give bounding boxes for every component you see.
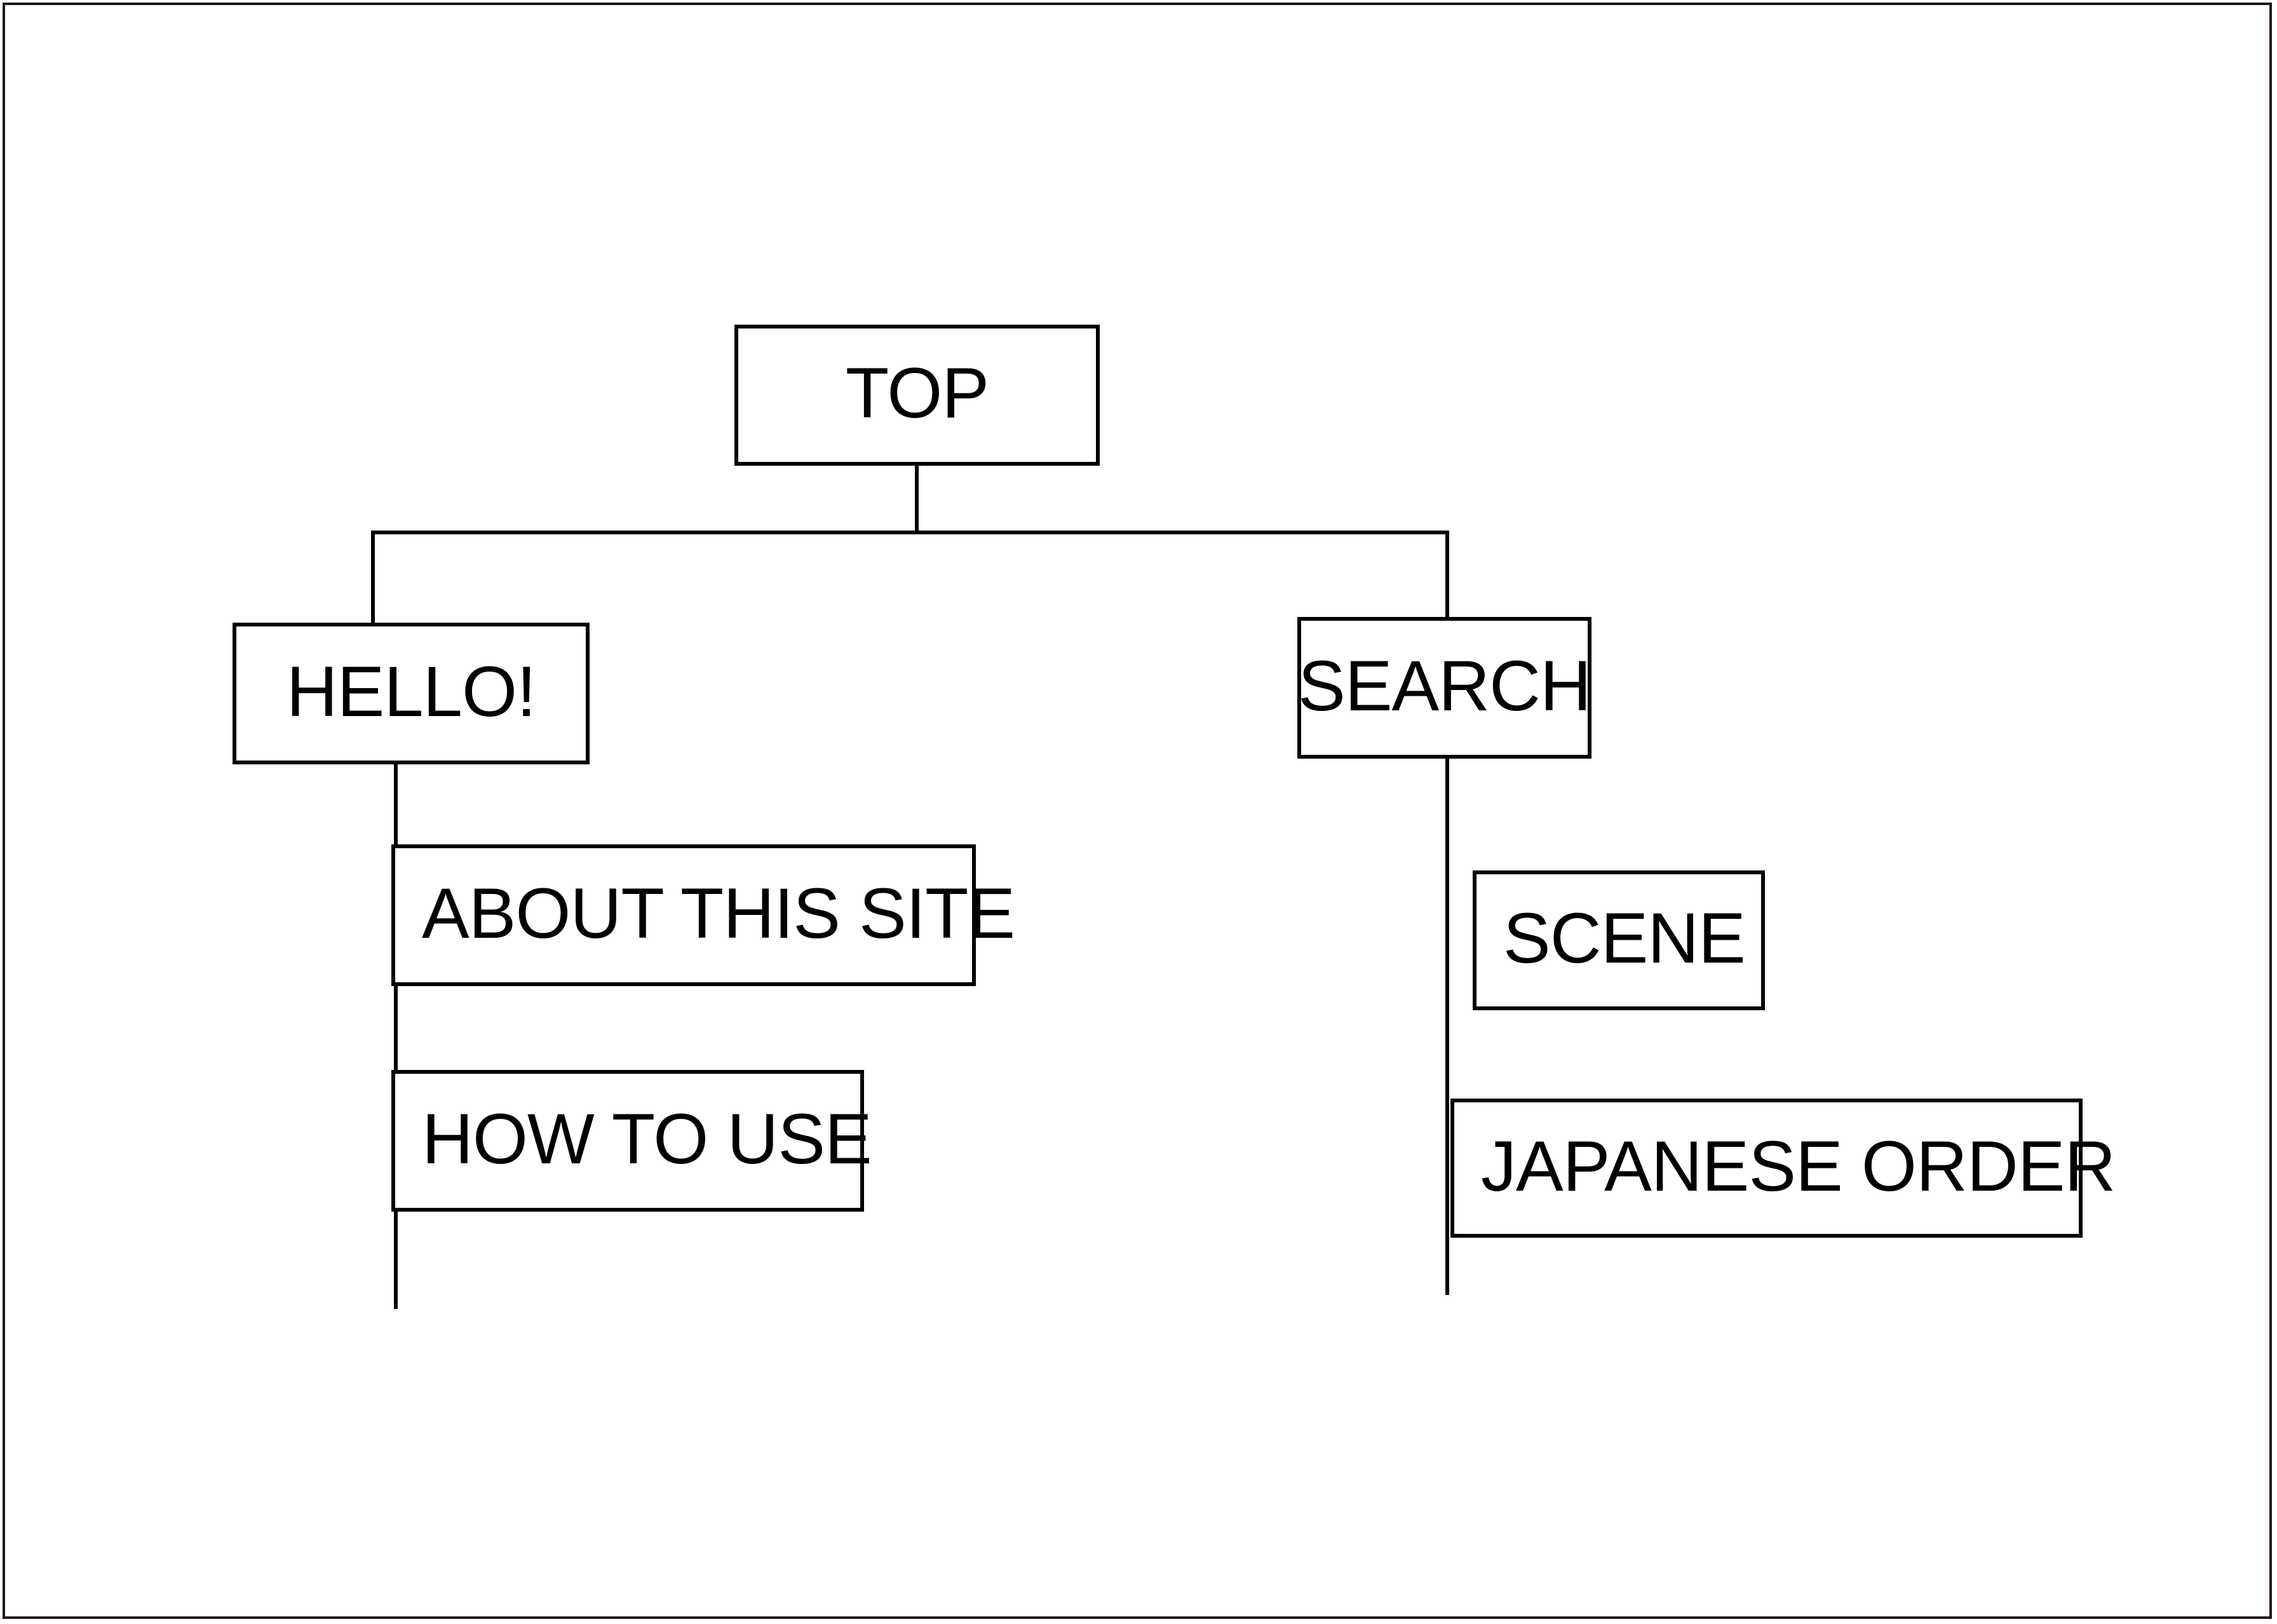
node-how-to-use[interactable]: HOW TO USE (391, 1070, 872, 1212)
node-about-this-site[interactable]: ABOUT THIS SITE (391, 844, 1015, 986)
connector-bus-to-hello (371, 531, 375, 625)
node-search[interactable]: SEARCH (1297, 617, 1591, 759)
node-scene[interactable]: SCENE (1473, 870, 1765, 1010)
connector-hello-stem (394, 762, 398, 1309)
connector-horizontal-bus (371, 531, 1449, 534)
node-japanese-order[interactable]: JAPANESE ORDER (1450, 1099, 2116, 1238)
node-about-this-site-label: ABOUT THIS SITE (422, 873, 1015, 953)
connector-top-to-bus (915, 466, 919, 534)
node-japanese-order-label: JAPANESE ORDER (1481, 1126, 2116, 1206)
node-how-to-use-label: HOW TO USE (422, 1099, 872, 1179)
node-top[interactable]: TOP (734, 325, 1100, 466)
connector-search-stem (1445, 757, 1449, 1295)
node-search-label: SEARCH (1298, 646, 1591, 726)
node-top-label: TOP (845, 353, 989, 433)
node-hello[interactable]: HELLO! (233, 623, 590, 764)
connector-bus-to-search (1445, 531, 1449, 619)
page-frame: TOP HELLO! SEARCH ABOUT THIS SITE HOW TO… (3, 3, 2272, 1619)
node-hello-label: HELLO! (286, 651, 536, 731)
node-scene-label: SCENE (1503, 898, 1746, 978)
